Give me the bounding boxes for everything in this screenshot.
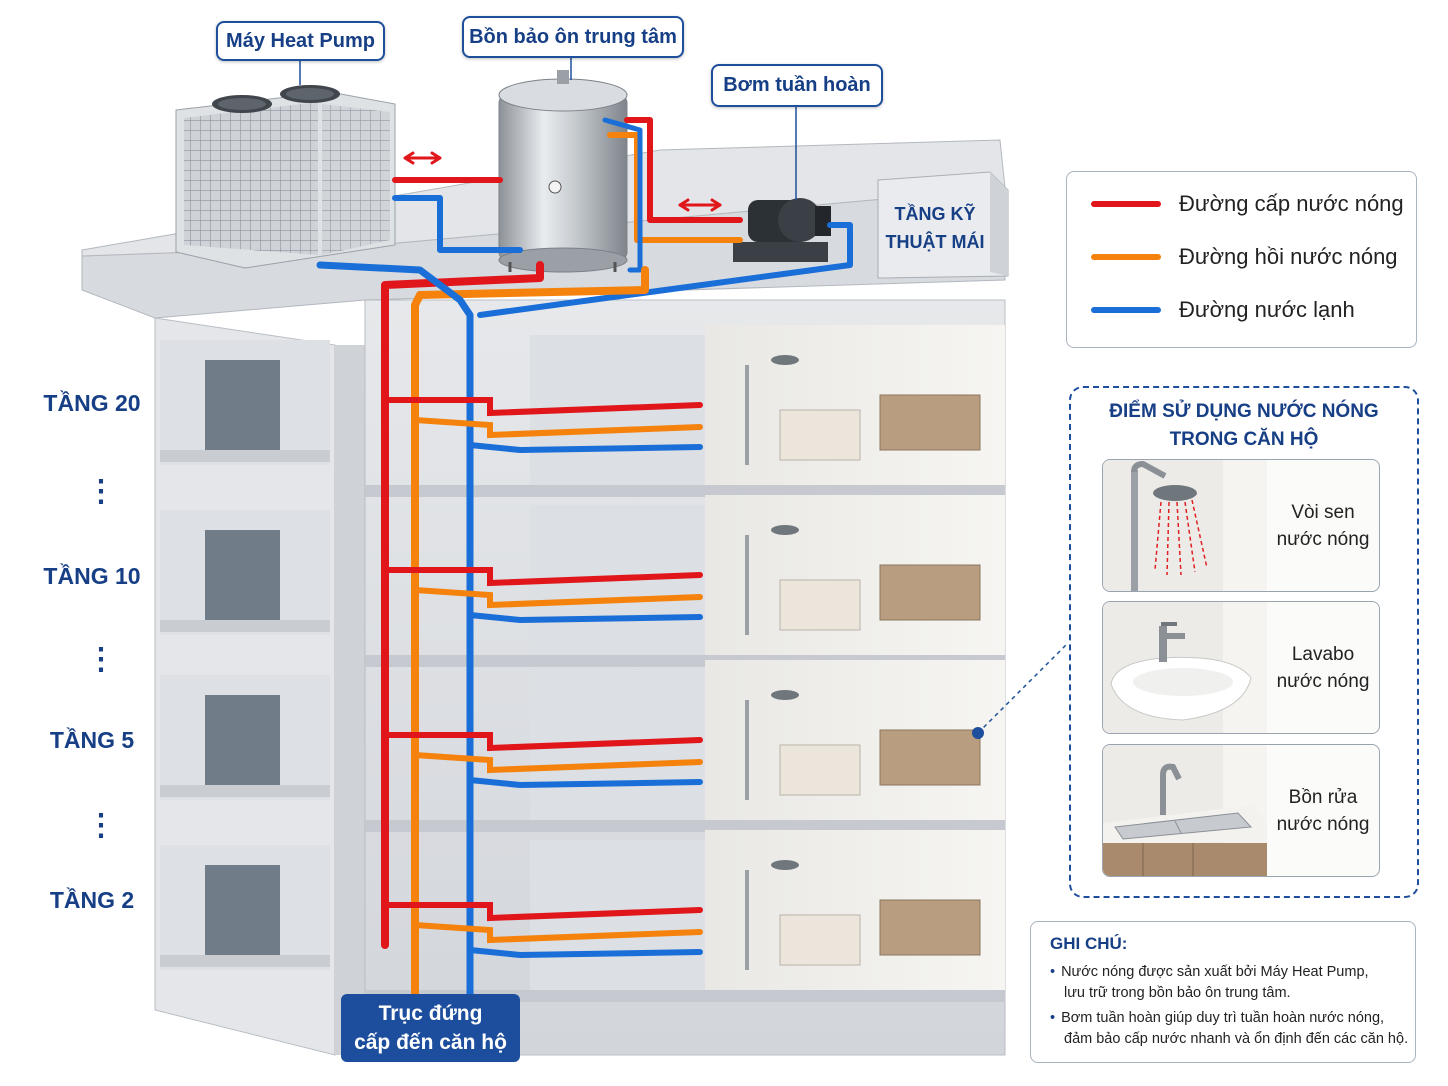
floor-label-5: TẦNG 5 <box>49 727 135 753</box>
tech-room-label: TẦNG KỸ THUẬT MÁI <box>880 180 990 276</box>
usage-card-shower: Vòi sen nước nóng <box>1102 459 1380 592</box>
usage-line1: Lavabo <box>1291 643 1355 665</box>
usage-line2: nước nóng <box>1276 528 1370 550</box>
facade-floor <box>160 845 330 970</box>
legend-swatch <box>1091 254 1161 260</box>
legend-label: Đường cấp nước nóng <box>1179 191 1404 216</box>
branch-pipe-set <box>382 902 703 959</box>
heat-pump-callout: Máy Heat Pump <box>216 21 385 61</box>
bullet-icon: • <box>1050 964 1056 980</box>
bullet-icon: • <box>1050 1010 1056 1026</box>
branch-pipe-set <box>382 397 703 454</box>
floor-section <box>365 660 1005 832</box>
legend-label: Đường hồi nước nóng <box>1179 244 1398 269</box>
callout-leaders <box>299 54 797 200</box>
core-column <box>335 345 365 1055</box>
usage-text: Bồn rửa nước nóng <box>1267 745 1379 876</box>
note-line1: Bơm tuần hoàn giúp duy trì tuần hoàn nướ… <box>1061 1010 1385 1026</box>
usage-title-line2: TRONG CĂN HỘ <box>1169 429 1319 450</box>
note-item: • Bơm tuần hoàn giúp duy trì tuần hoàn nư… <box>1050 1008 1410 1050</box>
storage-tank-callout: Bồn bảo ôn trung tâm <box>462 16 684 58</box>
notes-panel: GHI CHÚ: • Nước nóng được sản xuất bởi Má… <box>1030 921 1416 1063</box>
circ-pump-callout: Bơm tuần hoàn <box>711 64 883 107</box>
legend-label: Đường nước lạnh <box>1179 297 1355 322</box>
circ-pump-label: Bơm tuần hoàn <box>723 74 871 96</box>
floor-label-2: TẦNG 2 <box>49 887 135 913</box>
usage-text: Lavabo nước nóng <box>1267 602 1379 733</box>
usage-points-panel: ĐIỂM SỬ DỤNG NƯỚC NÓNG TRONG CĂN HỘ Vòi … <box>1069 386 1419 898</box>
tech-room <box>877 171 1009 279</box>
cutaway-section <box>364 299 1006 1056</box>
storage-tank-label: Bồn bảo ôn trung tâm <box>469 25 677 48</box>
usage-card-washbasin: Lavabo nước nóng <box>1102 601 1380 734</box>
floor-label-20: TẦNG 20 <box>43 390 141 416</box>
roof-pipes <box>316 117 853 1004</box>
heat-pump-label: Máy Heat Pump <box>226 29 375 52</box>
usage-pointer <box>972 644 1067 739</box>
note-line2: đảm bảo cấp nước nhanh và ổn định đến cá… <box>1064 1031 1409 1047</box>
tech-room-line2: THUẬT MÁI <box>885 232 985 252</box>
tech-room-line1: TẦNG KỸ <box>894 204 976 224</box>
floor-branch-pipes <box>382 397 703 959</box>
usage-title-line1: ĐIỂM SỬ DỤNG NƯỚC NÓNG <box>1109 401 1379 422</box>
riser-line2: cấp đến căn hộ <box>354 1031 507 1054</box>
usage-line1: Bồn rửa <box>1288 786 1358 808</box>
legend-item-hot-return: Đường hồi nước nóng <box>1091 242 1398 272</box>
note-item: • Nước nóng được sản xuất bởi Máy Heat Pu… <box>1050 962 1410 1004</box>
usage-line2: nước nóng <box>1276 670 1370 692</box>
usage-line1: Vòi sen <box>1291 501 1355 523</box>
washbasin-icon <box>1103 602 1267 733</box>
legend-item-hot-supply: Đường cấp nước nóng <box>1091 189 1404 219</box>
ellipsis-icon: ⋮ <box>86 643 116 676</box>
legend-item-cold: Đường nước lạnh <box>1091 295 1355 325</box>
note-line1: Nước nóng được sản xuất bởi Máy Heat Pum… <box>1061 964 1369 980</box>
shower-icon <box>1103 460 1267 591</box>
left-facade <box>154 317 336 1056</box>
facade-floor <box>160 340 330 465</box>
storage-tank <box>498 70 628 273</box>
usage-title: ĐIỂM SỬ DỤNG NƯỚC NÓNG TRONG CĂN HỘ <box>1071 398 1417 454</box>
legend-swatch <box>1091 201 1161 207</box>
usage-card-kitchen-sink: Bồn rửa nước nóng <box>1102 744 1380 877</box>
ellipsis-icon: ⋮ <box>86 809 116 842</box>
riser-line1: Trục đứng <box>378 1002 483 1025</box>
branch-pipe-set <box>382 732 703 789</box>
floor-label-10: TẦNG 10 <box>43 563 141 589</box>
note-line2: lưu trữ trong bồn bảo ôn trung tâm. <box>1064 985 1291 1001</box>
legend-swatch <box>1091 307 1161 313</box>
ellipsis-icon: ⋮ <box>86 475 116 508</box>
legend: Đường cấp nước nóng Đường hồi nước nóng … <box>1066 171 1417 348</box>
circulation-pump <box>733 198 831 262</box>
usage-text: Vòi sen nước nóng <box>1267 460 1379 591</box>
kitchen-sink-icon <box>1103 745 1267 876</box>
facade-floor <box>160 675 330 800</box>
riser-label: Trục đứng cấp đến căn hộ <box>341 994 520 1062</box>
heat-pump-unit <box>175 85 396 269</box>
notes-title: GHI CHÚ: <box>1050 934 1128 953</box>
branch-pipe-set <box>382 567 703 624</box>
usage-line2: nước nóng <box>1276 813 1370 835</box>
facade-floor <box>160 510 330 635</box>
